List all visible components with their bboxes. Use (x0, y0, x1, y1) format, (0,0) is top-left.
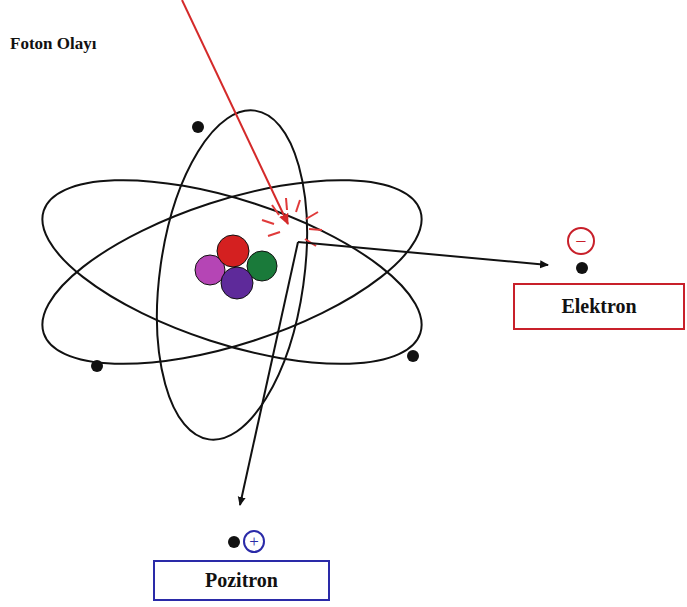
electron-path (298, 242, 548, 265)
impact-burst (262, 198, 322, 246)
particle-name: Pozitron (205, 569, 278, 592)
photon-label: Foton Olayı (10, 34, 96, 54)
positron-path (240, 242, 298, 505)
nucleus (195, 235, 277, 299)
positron-dot (228, 536, 240, 548)
charge-circle: + (243, 530, 265, 553)
electron-dot (576, 262, 588, 274)
particle-box: Elektron (513, 283, 685, 330)
charge-circle: − (567, 227, 595, 255)
photon-ray (182, 0, 288, 224)
orbit-electron (91, 121, 419, 372)
charge-sign: + (249, 533, 259, 550)
orbit (21, 101, 442, 450)
charge-sign: − (575, 231, 586, 251)
particle-name: Elektron (561, 295, 636, 318)
particle-box: Pozitron (153, 560, 330, 601)
